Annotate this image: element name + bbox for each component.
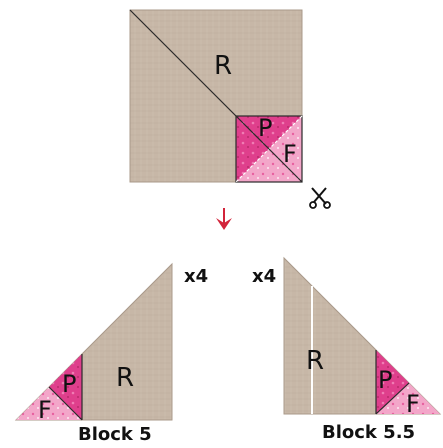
corner-square-outline <box>235 115 303 183</box>
top-block-diagonal <box>129 9 237 117</box>
top-block-p-label: P <box>258 114 272 142</box>
block-5-r-label: R <box>116 363 134 393</box>
block-5-p-label: P <box>62 370 76 398</box>
block-5-5-p-label: P <box>378 366 392 394</box>
top-block-r-label: R <box>214 51 232 81</box>
block-5-seam-2 <box>48 386 83 421</box>
block-5-5-group: R P F x4 Block 5.5 <box>252 256 442 443</box>
block-5-f-label: F <box>38 396 52 424</box>
block-5-5-caption: Block 5.5 <box>322 422 415 443</box>
block-5-5-r-label: R <box>306 346 324 376</box>
scissors-icon <box>309 187 331 209</box>
block-5-5-multiplier: x4 <box>252 266 276 287</box>
block-5-light-triangle <box>16 387 82 420</box>
block-5-5-seam-2 <box>375 382 410 415</box>
top-block-corner-square <box>235 115 303 183</box>
block-5-5-f-label: F <box>406 390 420 418</box>
top-block: R P F <box>129 9 303 183</box>
block-5-pink-triangle <box>49 354 82 420</box>
top-block-f-label: F <box>283 140 297 168</box>
block-5-multiplier: x4 <box>184 266 208 287</box>
block-5-5-pink-triangle <box>376 350 409 414</box>
block-5-group: R P F x4 Block 5 <box>14 262 208 445</box>
corner-cut-line-2 <box>235 115 303 183</box>
block-5-caption: Block 5 <box>78 424 152 443</box>
block-5-5-light-triangle <box>376 383 440 414</box>
arrow-down-icon <box>216 208 232 230</box>
